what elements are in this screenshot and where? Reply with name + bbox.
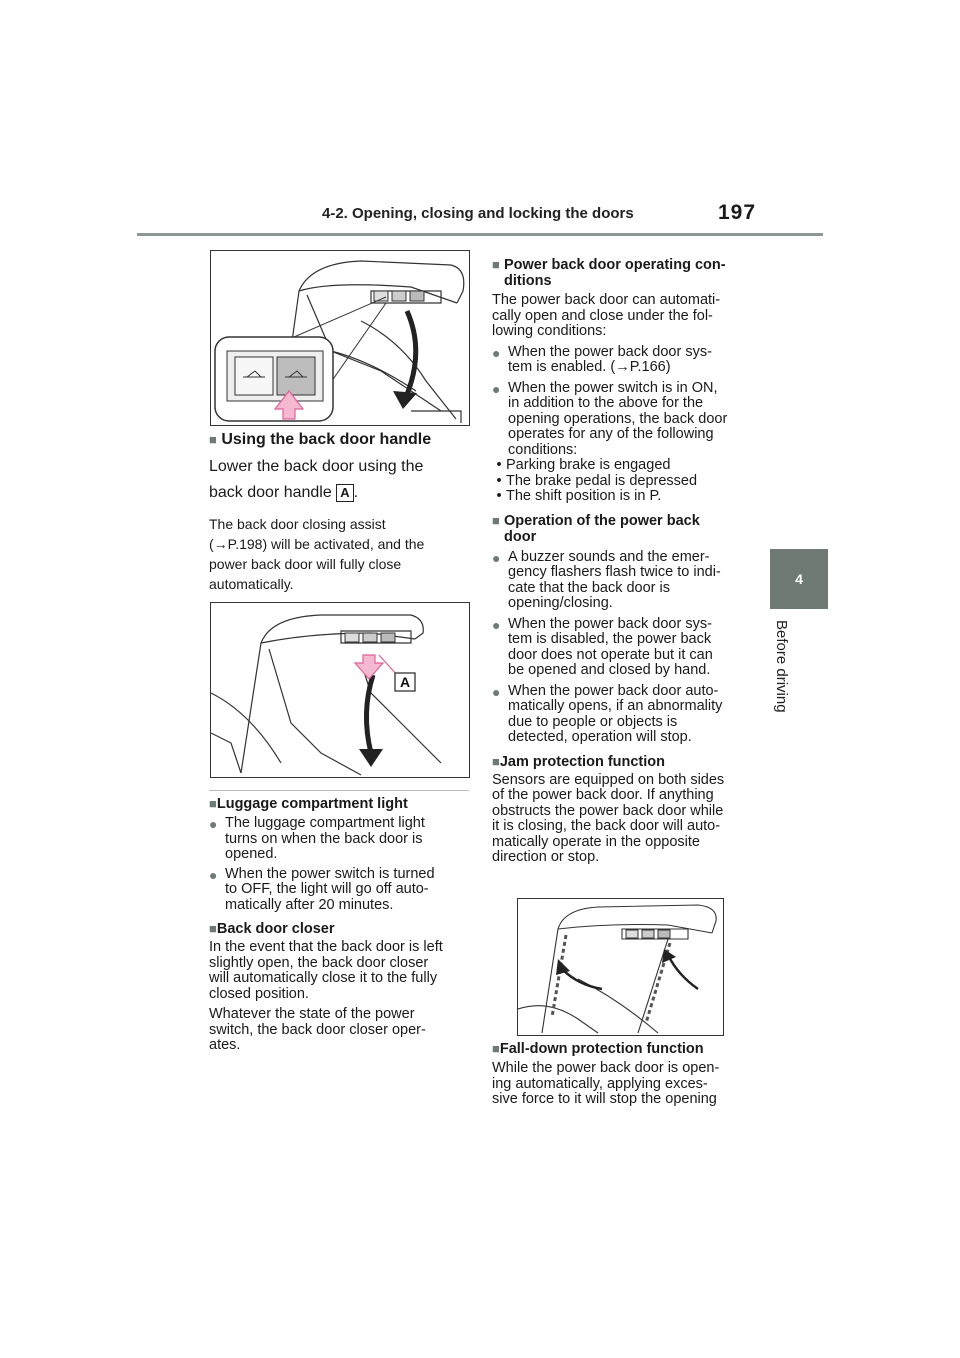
circle-bullet-icon: ● [209,816,218,832]
square-bullet-icon: ■ [492,512,500,528]
instruction-line-2: back door handle A. [209,483,359,502]
note-line: automatically. [209,576,294,592]
back-door-closer-title: ■Back door closer [209,921,335,937]
chapter-title: Before driving [773,620,790,713]
circle-bullet-icon: ● [492,344,501,361]
right-column-upper: ■ Power back door operating con- ditions… [492,257,754,866]
condition-sub-item: •The brake pedal is depressed [496,472,698,489]
operating-conditions-title: ■ Power back door operating con- ditions [492,257,726,289]
square-bullet-icon: ■ [209,921,217,936]
circle-bullet-icon: ● [492,380,501,397]
closer-paragraph-2: Whatever the state of the power switch, … [209,1006,426,1053]
chapter-number: 4 [795,571,803,587]
header-rule [137,233,823,236]
square-bullet-icon: ■ [492,753,500,769]
operation-bullet-1: ● A buzzer sounds and the emer- gency fl… [492,548,721,611]
operation-bullet-2: ● When the power back door sys- tem is d… [492,615,713,678]
figure-back-door-handle: A [210,602,470,778]
closing-assist-note: The back door closing assist (→P.198) wi… [209,514,469,594]
left-column-section-1: ■ Using the back door handle Lower the b… [209,430,469,594]
square-bullet-icon: ■ [492,1041,500,1056]
square-bullet-icon: ■ [492,257,500,272]
luggage-light-title: ■Luggage compartment light [209,796,408,812]
condition-sub-item: •Parking brake is engaged [496,457,671,473]
jam-protection-paragraph: Sensors are equipped on both sides of th… [492,771,725,865]
conditions-intro: The power back door can automati- cally … [492,292,721,339]
operation-bullet-3: ● When the power back door auto- matical… [492,682,723,745]
right-column-lower: ■Fall-down protection function While the… [492,1041,754,1108]
circle-bullet-icon: ● [209,866,218,883]
circle-bullet-icon: ● [492,616,501,633]
page-number: 197 [718,201,757,224]
section-divider [209,790,469,791]
note-line: The back door closing assist [209,516,386,532]
square-bullet-icon: ■ [209,432,217,447]
instruction-line-1: Lower the back door using the [209,458,424,475]
luggage-bullet-1: ● The luggage compartment light turns on… [209,815,425,862]
back-door-switch-illustration [214,260,465,423]
chapter-tab: 4 [770,549,828,609]
left-column-section-2: ■Luggage compartment light ● The luggage… [209,796,469,1054]
conditions-bullet-1: ● When the power back door sys- tem is e… [492,343,712,375]
fig2-label-a: A [400,674,410,690]
operation-title: ■ Operation of the power back door [492,512,700,545]
circle-bullet-icon: ● [492,549,501,566]
jam-protection-title: ■Jam protection function [492,753,666,770]
note-line: (→P.198) will be activated, and the [209,536,425,552]
closer-paragraph-1: In the event that the back door is left … [209,939,443,1002]
jam-sensor-illustration [518,904,717,1034]
circle-bullet-icon: ● [492,683,501,700]
figure-back-door-switch [210,250,470,426]
section-header-title: 4-2. Opening, closing and locking the do… [322,205,634,222]
fall-down-protection-title: ■Fall-down protection function [492,1041,704,1057]
fall-down-paragraph: While the power back door is open- ing a… [492,1060,720,1107]
back-door-handle-illustration: A [211,614,442,776]
heading-using-back-door-handle: ■ Using the back door handle [209,431,432,448]
condition-sub-item: •The shift position is in P. [496,488,662,504]
figure-jam-protection-sensors [517,898,724,1036]
label-a-tag: A [336,483,354,502]
luggage-bullet-2: ● When the power switch is turned to OFF… [209,865,435,913]
note-line: power back door will fully close [209,556,402,572]
conditions-bullet-2: ● When the power switch is in ON, in add… [492,379,728,458]
square-bullet-icon: ■ [209,796,217,811]
